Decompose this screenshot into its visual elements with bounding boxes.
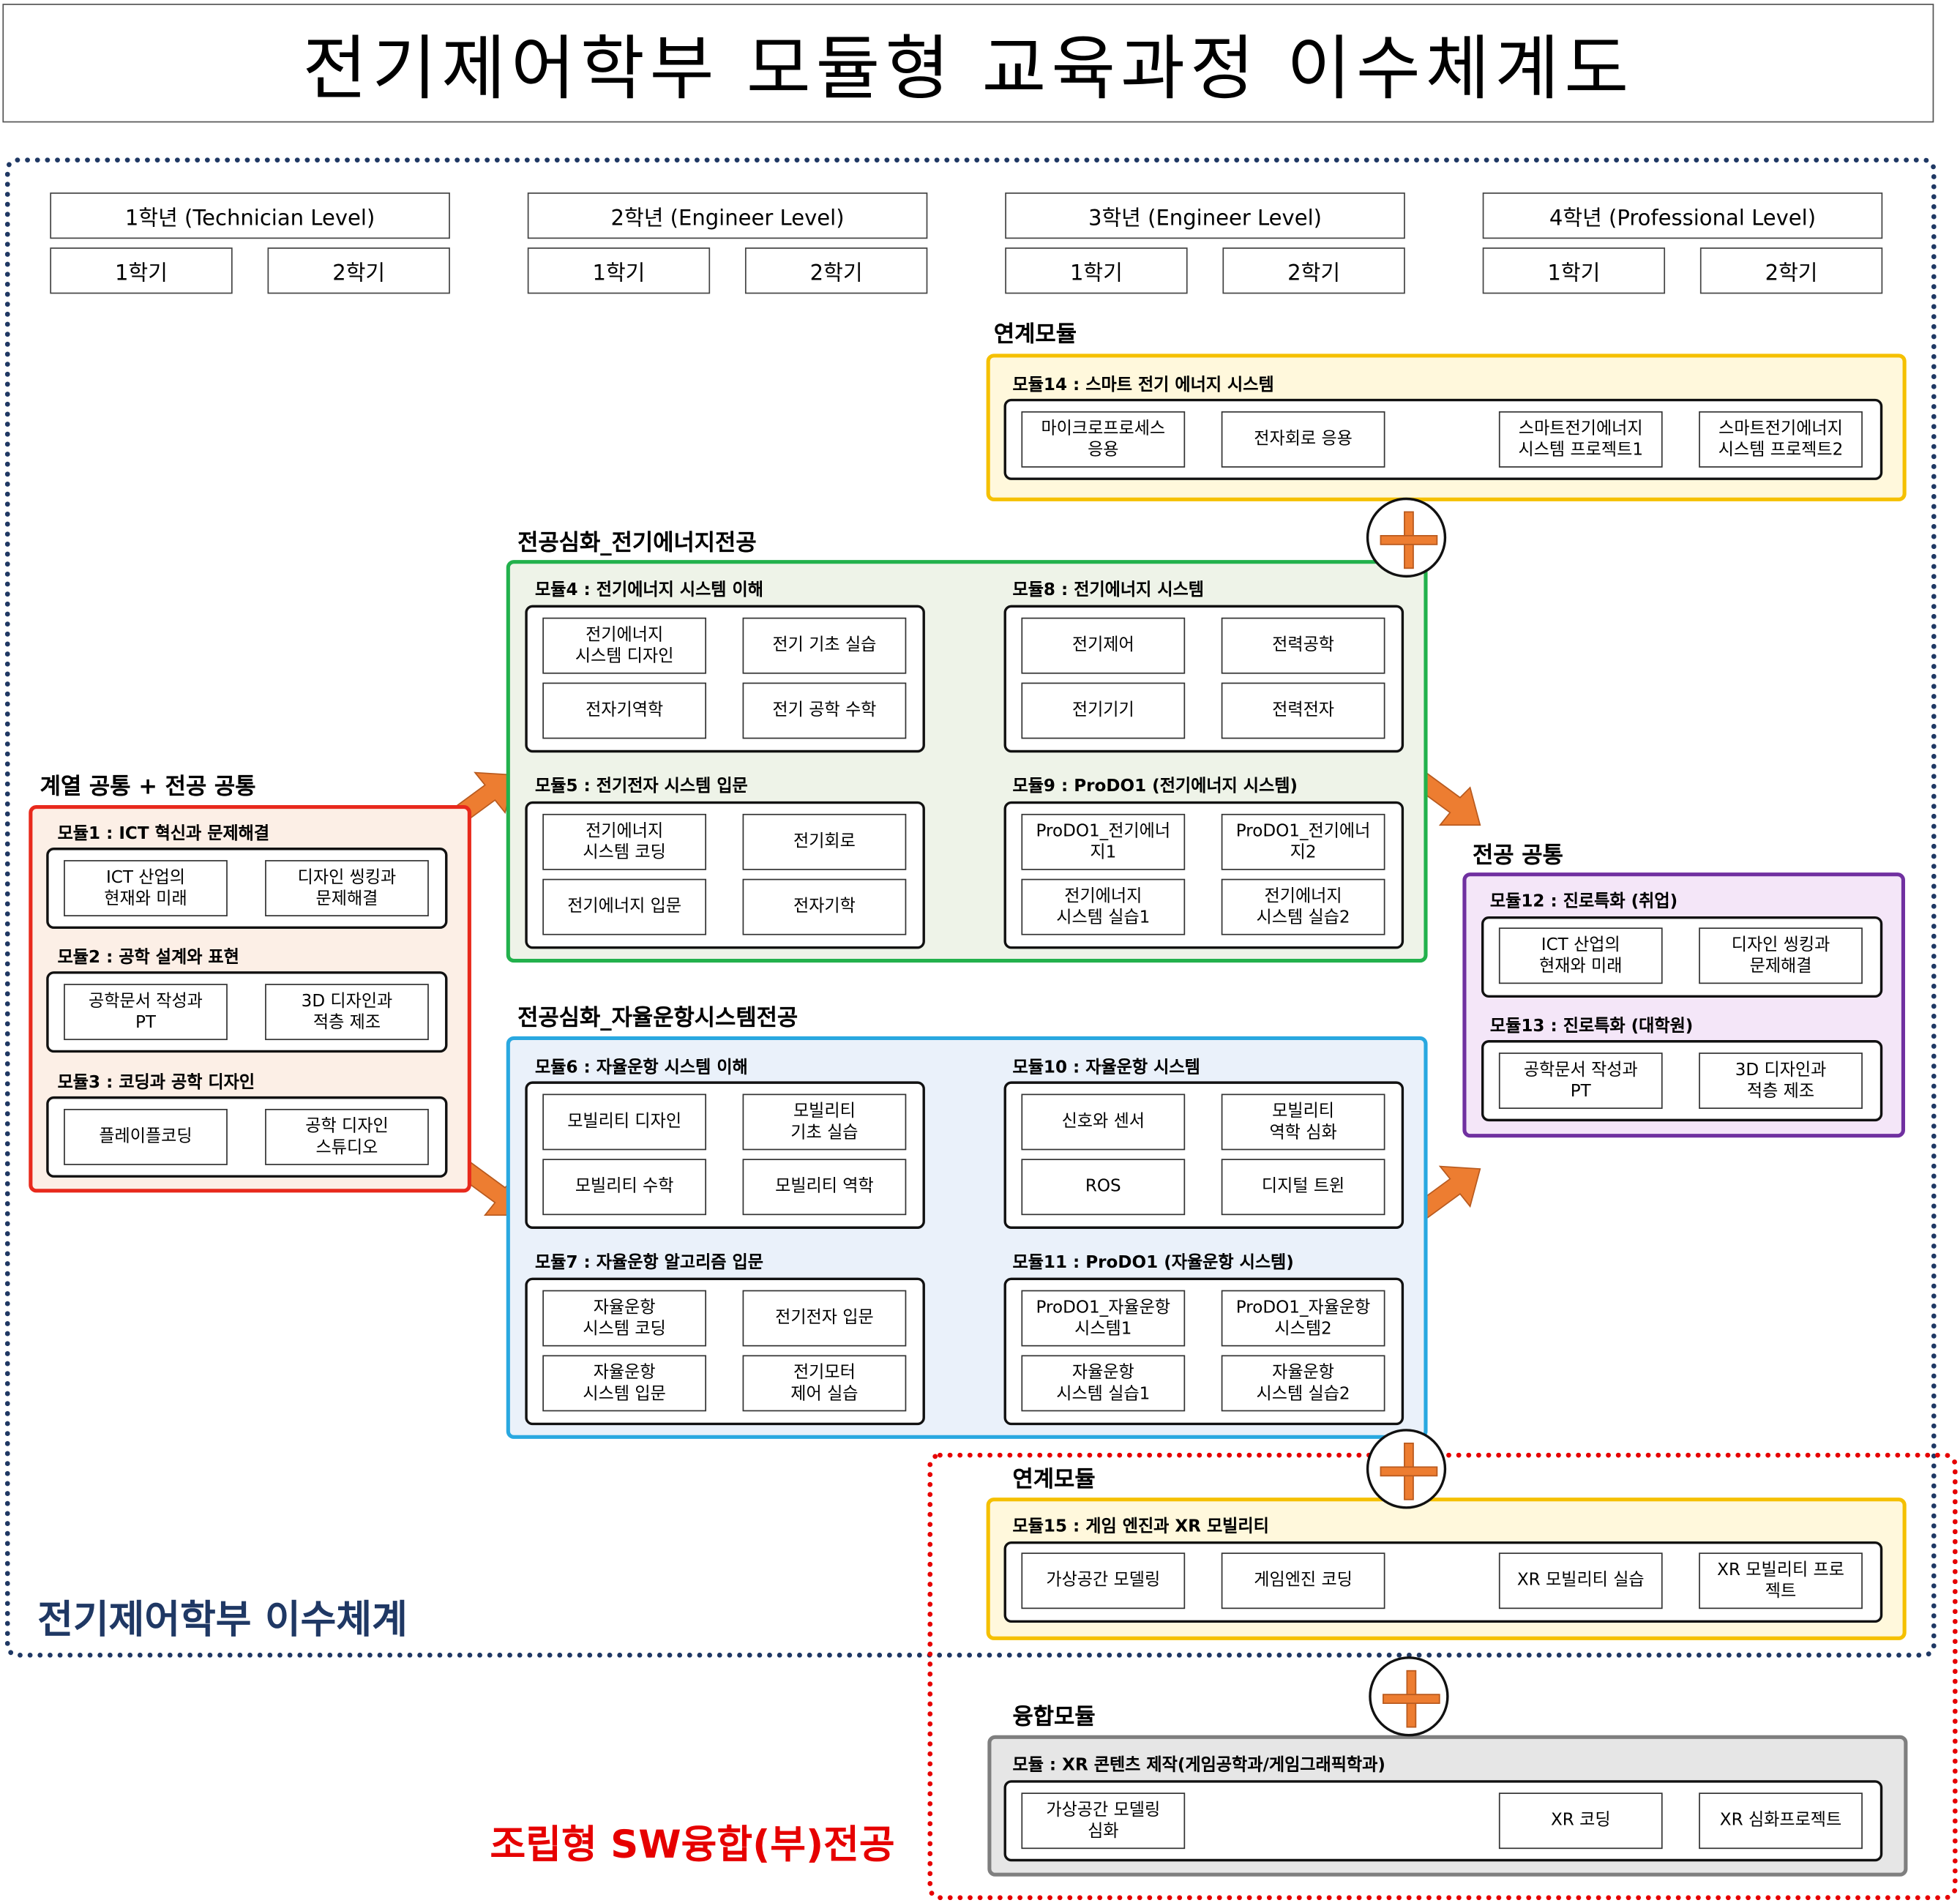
semester-header: 2학기	[1699, 247, 1883, 294]
course-box[interactable]: 자율운항 시스템 실습1	[1021, 1355, 1186, 1412]
course-box[interactable]: XR 모빌리티 프로 젝트	[1699, 1552, 1863, 1609]
year-header: 4학년 (Professional Level)	[1482, 192, 1883, 239]
course-box[interactable]: 가상공간 모델링 심화	[1021, 1792, 1186, 1850]
section-label-energy: 전공심화_전기에너지전공	[517, 530, 757, 557]
module-title-m5: 모듈5 : 전기전자 시스템 입문	[535, 776, 748, 796]
course-box[interactable]: 가상공간 모델링	[1021, 1552, 1186, 1609]
plus-icon	[1366, 497, 1447, 578]
course-box[interactable]: 전기에너지 시스템 코딩	[542, 813, 707, 870]
course-box[interactable]: 전자회로 응용	[1221, 411, 1385, 468]
year-header: 2학년 (Engineer Level)	[527, 192, 928, 239]
course-box[interactable]: ProDO1_전기에너 지1	[1021, 813, 1186, 870]
dept-system-boundary	[4, 157, 1937, 1658]
section-label-fusion: 융합모듈	[1012, 1704, 1096, 1730]
module-title-fusion: 모듈 : XR 콘텐츠 제작(게임공학과/게임그래픽학과)	[1012, 1755, 1385, 1776]
course-box[interactable]: 전기전자 입문	[742, 1290, 907, 1347]
course-box[interactable]: ProDO1_자율운항 시스템2	[1221, 1290, 1385, 1347]
course-box[interactable]: 자율운항 시스템 코딩	[542, 1290, 707, 1347]
semester-header: 1학기	[1005, 247, 1188, 294]
course-box[interactable]: ProDO1_자율운항 시스템1	[1021, 1290, 1186, 1347]
course-box[interactable]: 전기에너지 시스템 디자인	[542, 617, 707, 674]
arrow-icon	[1411, 1165, 1481, 1222]
course-box[interactable]: 전기회로	[742, 813, 907, 870]
course-box[interactable]: 마이크로프로세스 응용	[1021, 411, 1186, 468]
course-box[interactable]: 공학문서 작성과 PT	[1498, 1053, 1663, 1109]
course-box[interactable]: 전기에너지 시스템 실습2	[1221, 878, 1385, 935]
module-title-m15: 모듈15 : 게임 엔진과 XR 모빌리티	[1012, 1516, 1269, 1537]
course-box[interactable]: ICT 산업의 현재와 미래	[64, 860, 228, 916]
course-box[interactable]: ICT 산업의 현재와 미래	[1498, 927, 1663, 984]
semester-header: 1학기	[1482, 247, 1666, 294]
semester-header: 1학기	[527, 247, 711, 294]
section-label-common-right: 전공 공통	[1473, 842, 1563, 870]
course-box[interactable]: 전력전자	[1221, 682, 1385, 739]
plus-icon	[1366, 1429, 1447, 1509]
section-label-linked-bottom: 연계모듈	[1012, 1466, 1096, 1493]
course-box[interactable]: 모빌리티 역학 심화	[1221, 1093, 1385, 1151]
module-title-m7: 모듈7 : 자율운항 알고리즘 입문	[535, 1252, 763, 1273]
course-box[interactable]: 공학 디자인 스튜디오	[265, 1108, 429, 1165]
course-box[interactable]: XR 코딩	[1498, 1792, 1663, 1850]
semester-header: 1학기	[50, 247, 233, 294]
course-box[interactable]: 디지털 트윈	[1221, 1159, 1385, 1216]
course-box[interactable]: 3D 디자인과 적층 제조	[1699, 1053, 1863, 1109]
module-title-m9: 모듈9 : ProDO1 (전기에너지 시스템)	[1012, 776, 1298, 796]
course-box[interactable]: 3D 디자인과 적층 제조	[265, 984, 429, 1041]
course-box[interactable]: 전자기학	[742, 878, 907, 935]
course-box[interactable]: 모빌리티 역학	[742, 1159, 907, 1216]
course-box[interactable]: 자율운항 시스템 입문	[542, 1355, 707, 1412]
course-box[interactable]: 모빌리티 수학	[542, 1159, 707, 1216]
course-box[interactable]: 모빌리티 기초 실습	[742, 1093, 907, 1151]
course-box[interactable]: 전기모터 제어 실습	[742, 1355, 907, 1412]
course-box[interactable]: 전기 공학 수학	[742, 682, 907, 739]
dept-system-label: 전기제어학부 이수체계	[37, 1597, 408, 1643]
course-box[interactable]: 게임엔진 코딩	[1221, 1552, 1385, 1609]
module-title-m2: 모듈2 : 공학 설계와 표현	[57, 947, 239, 968]
module-title-m6: 모듈6 : 자율운항 시스템 이해	[535, 1057, 748, 1078]
course-box[interactable]: 전기에너지 입문	[542, 878, 707, 935]
module-title-m3: 모듈3 : 코딩과 공학 디자인	[57, 1072, 255, 1093]
course-box[interactable]: 전기 기초 실습	[742, 617, 907, 674]
course-box[interactable]: 전자기역학	[542, 682, 707, 739]
course-box[interactable]: ProDO1_전기에너 지2	[1221, 813, 1385, 870]
course-box[interactable]: 자율운항 시스템 실습2	[1221, 1355, 1385, 1412]
course-box[interactable]: 전기제어	[1021, 617, 1186, 674]
semester-header: 2학기	[744, 247, 928, 294]
module-title-m8: 모듈8 : 전기에너지 시스템	[1012, 580, 1204, 600]
course-box[interactable]: 스마트전기에너지 시스템 프로젝트1	[1498, 411, 1663, 468]
course-box[interactable]: 전기기기	[1021, 682, 1186, 739]
course-box[interactable]: 모빌리티 디자인	[542, 1093, 707, 1151]
course-box[interactable]: 전력공학	[1221, 617, 1385, 674]
module-title-m11: 모듈11 : ProDO1 (자율운항 시스템)	[1012, 1252, 1294, 1273]
course-box[interactable]: XR 심화프로젝트	[1699, 1792, 1863, 1850]
semester-header: 2학기	[1222, 247, 1405, 294]
module-title-m12: 모듈12 : 진로특화 (취업)	[1489, 891, 1678, 912]
course-box[interactable]: 플레이플코딩	[64, 1108, 228, 1165]
section-label-autonomous: 전공심화_자율운항시스템전공	[517, 1005, 798, 1032]
page-title: 전기제어학부 모듈형 교육과정 이수체계도	[2, 4, 1934, 123]
course-box[interactable]: XR 모빌리티 실습	[1498, 1552, 1663, 1609]
arrow-icon	[1411, 769, 1481, 826]
section-label-common-left: 계열 공통 + 전공 공통	[40, 774, 256, 801]
module-title-m10: 모듈10 : 자율운항 시스템	[1012, 1057, 1200, 1078]
course-box[interactable]: 공학문서 작성과 PT	[64, 984, 228, 1041]
module-title-m13: 모듈13 : 진로특화 (대학원)	[1489, 1016, 1694, 1036]
course-box[interactable]: ROS	[1021, 1159, 1186, 1216]
section-label-linked-top: 연계모듈	[993, 321, 1077, 348]
module-title-m4: 모듈4 : 전기에너지 시스템 이해	[535, 580, 763, 600]
year-header: 3학년 (Engineer Level)	[1005, 192, 1405, 239]
plus-icon	[1369, 1656, 1449, 1737]
course-box[interactable]: 신호와 센서	[1021, 1093, 1186, 1151]
course-box[interactable]: 스마트전기에너지 시스템 프로젝트2	[1699, 411, 1863, 468]
year-header: 1학년 (Technician Level)	[50, 192, 450, 239]
module-title-m14: 모듈14 : 스마트 전기 에너지 시스템	[1012, 375, 1274, 395]
module-title-m1: 모듈1 : ICT 혁신과 문제해결	[57, 823, 270, 844]
course-box[interactable]: 전기에너지 시스템 실습1	[1021, 878, 1186, 935]
course-box[interactable]: 디자인 씽킹과 문제해결	[265, 860, 429, 916]
semester-header: 2학기	[267, 247, 450, 294]
course-box[interactable]: 디자인 씽킹과 문제해결	[1699, 927, 1863, 984]
sw-minor-label: 조립형 SW융합(부)전공	[490, 1822, 895, 1868]
